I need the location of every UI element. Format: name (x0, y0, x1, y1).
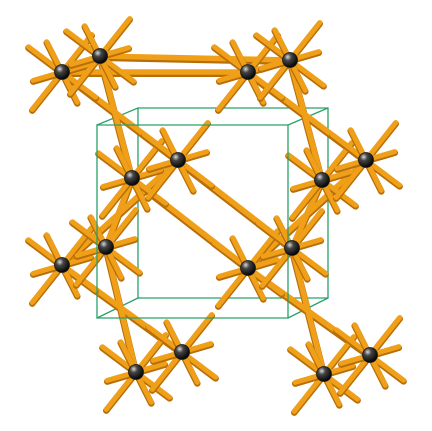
atom-sphere (174, 344, 190, 360)
atom-sphere (128, 364, 144, 380)
atom-sphere (284, 240, 300, 256)
bond-stick (103, 244, 139, 375)
bond-sticks (25, 16, 407, 416)
atom-sphere (98, 239, 114, 255)
atom-sphere (358, 152, 374, 168)
atom-sphere (282, 52, 298, 68)
bond-stick (287, 57, 325, 183)
atom-sphere (314, 172, 330, 188)
atom-sphere (316, 366, 332, 382)
atom-spheres (54, 48, 378, 382)
bond-stick (289, 245, 327, 377)
atom-sphere (240, 64, 256, 80)
atom-sphere (170, 152, 186, 168)
atom-sphere (124, 170, 140, 186)
bond-stick (97, 53, 135, 181)
atom-sphere (240, 260, 256, 276)
atom-sphere (54, 64, 70, 80)
atom-sphere (92, 48, 108, 64)
unit-cell-front-edges (96, 124, 289, 319)
atom-sphere (54, 257, 70, 273)
atom-sphere (362, 347, 378, 363)
